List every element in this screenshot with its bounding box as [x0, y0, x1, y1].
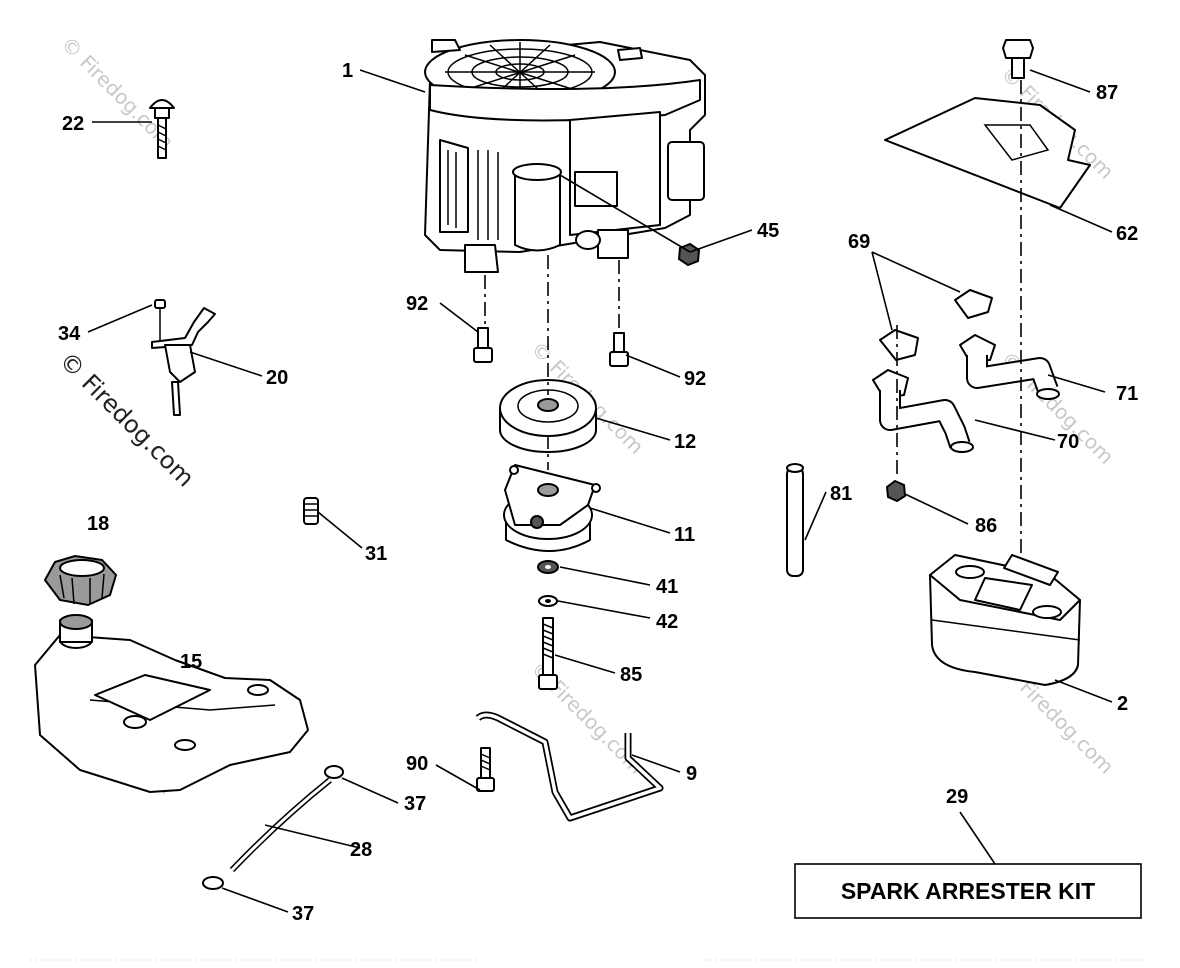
heat-shield-62-part: [884, 97, 1091, 209]
callout-86: 86: [975, 515, 997, 537]
clamp-37-bottom-part: [202, 876, 224, 890]
callout-31: 31: [365, 543, 387, 565]
callout-9: 9: [686, 763, 697, 785]
clamp-37-top-part: [324, 765, 344, 779]
callout-2: 2: [1117, 693, 1128, 715]
callout-81: 81: [830, 483, 852, 505]
callout-28: 28: [350, 839, 372, 861]
spark-arrester-kit-label: SPARK ARRESTER KIT: [841, 878, 1095, 904]
knob-87-part: [1002, 39, 1034, 79]
fitting-31-part: [303, 497, 319, 525]
callout-34: 34: [58, 323, 81, 345]
callout-1: 1: [342, 60, 353, 82]
center-lines: [484, 80, 1022, 555]
rod-9-part: [475, 711, 664, 822]
callout-69: 69: [848, 231, 870, 253]
bolt-92-right-part: [609, 332, 629, 367]
clutch-11-part: [503, 464, 601, 552]
throttle-20-part: [151, 299, 216, 416]
screw-22-part: [149, 99, 175, 159]
bolt-85-part: [538, 617, 558, 690]
callout-29: 29: [946, 786, 968, 808]
pulley-12-part: [499, 379, 597, 453]
pipe-71-part: [966, 355, 1060, 400]
spark-arrester-kit-box: SPARK ARRESTER KIT: [794, 863, 1142, 919]
bolt-90-part: [476, 747, 495, 792]
callout-22: 22: [62, 113, 84, 135]
callout-41: 41: [656, 576, 678, 598]
nut-86-part: [885, 479, 907, 503]
tube-81-part: [786, 463, 804, 577]
callout-62: 62: [1116, 223, 1138, 245]
callout-90: 90: [406, 753, 428, 775]
callout-37-top: 37: [404, 793, 426, 815]
pipe-70-part: [879, 390, 974, 453]
callout-18: 18: [87, 513, 109, 535]
callout-20: 20: [266, 367, 288, 389]
engine-part: [424, 39, 706, 273]
washer-41-part: [537, 560, 559, 574]
leader-lines: [87, 69, 1113, 913]
callout-92-right: 92: [684, 368, 706, 390]
callout-71: 71: [1116, 383, 1138, 405]
bolt-92-left-part: [473, 327, 493, 363]
washer-42-part: [538, 595, 558, 607]
callout-87: 87: [1096, 82, 1118, 104]
callout-85: 85: [620, 664, 642, 686]
callout-45: 45: [757, 220, 779, 242]
callout-labels: 1 22 34 20 92 92 12 11 41 42 85 9 90 45 …: [58, 60, 1138, 925]
callout-42: 42: [656, 611, 678, 633]
fuel-tank-15-part: [34, 614, 309, 793]
callout-92-left: 92: [406, 293, 428, 315]
callout-15: 15: [180, 651, 202, 673]
hose-28-part: [229, 777, 332, 873]
callout-70: 70: [1057, 431, 1079, 453]
callout-12: 12: [674, 431, 696, 453]
callout-11: 11: [674, 524, 695, 546]
callout-37-bottom: 37: [292, 903, 314, 925]
cap-18-part: [43, 554, 118, 607]
muffler-2-part: [929, 554, 1081, 686]
